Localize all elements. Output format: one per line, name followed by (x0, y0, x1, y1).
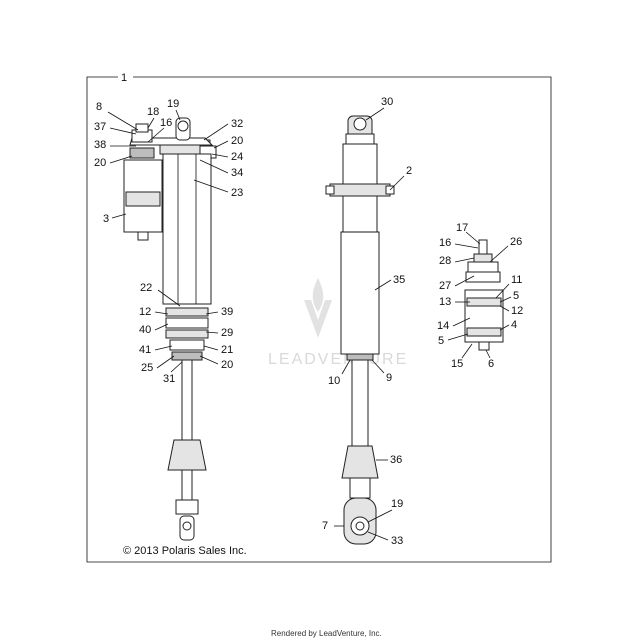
callout-14: 14 (437, 320, 449, 332)
callout-39: 39 (221, 306, 233, 318)
callout-20: 20 (221, 359, 233, 371)
callout-5: 5 (438, 335, 444, 347)
callout-40: 40 (139, 324, 151, 336)
left-callouts: 8 18 19 37 16 38 20 3 32 20 24 34 23 22 … (94, 98, 243, 385)
diagram-frame (86, 76, 552, 563)
callout-20: 20 (94, 157, 106, 169)
callout-1: 1 (121, 72, 127, 84)
watermark-logo (304, 278, 332, 338)
left-bumper (167, 439, 207, 471)
callout-35: 35 (393, 274, 405, 286)
callout-24: 24 (231, 151, 243, 163)
callout-34: 34 (231, 167, 243, 179)
callout-5: 5 (513, 290, 519, 302)
callout-3: 3 (103, 213, 109, 225)
callout-7: 7 (322, 520, 328, 532)
right-callouts: 17 16 26 28 27 11 5 13 12 4 14 5 15 6 (437, 222, 523, 370)
callout-22: 22 (140, 282, 152, 294)
callout-19: 19 (391, 498, 403, 510)
callout-26: 26 (510, 236, 522, 248)
center-bumper (341, 445, 379, 479)
callout-15: 15 (451, 358, 463, 370)
callout-31: 31 (163, 373, 175, 385)
callout-8: 8 (96, 101, 102, 113)
callout-29: 29 (221, 327, 233, 339)
callout-12: 12 (511, 305, 523, 317)
callout-32: 32 (231, 118, 243, 130)
callout-11: 11 (511, 274, 522, 286)
callout-12: 12 (139, 306, 151, 318)
left-shock-assembly (123, 117, 217, 541)
center-shock-assembly (325, 115, 395, 545)
callout-19: 19 (167, 98, 179, 110)
callout-25: 25 (141, 362, 153, 374)
callout-30: 30 (381, 96, 393, 108)
callout-33: 33 (391, 535, 403, 547)
callout-10: 10 (328, 375, 340, 387)
copyright-text: © 2013 Polaris Sales Inc. (123, 545, 247, 557)
callout-28: 28 (439, 255, 451, 267)
center-callouts: 30 2 35 10 9 36 19 7 33 (322, 96, 412, 547)
callout-16: 16 (160, 117, 172, 129)
callout-18: 18 (147, 106, 159, 118)
footer-credit: Rendered by LeadVenture, Inc. (271, 629, 382, 638)
callout-27: 27 (439, 280, 451, 292)
callout-6: 6 (488, 358, 494, 370)
callout-2: 2 (406, 165, 412, 177)
watermark-text: LEADVENTURE (268, 351, 408, 368)
callout-38: 38 (94, 139, 106, 151)
callout-36: 36 (390, 454, 402, 466)
callout-17: 17 (456, 222, 468, 234)
callout-4: 4 (511, 319, 517, 331)
center-shock-body (340, 231, 380, 355)
callout-16: 16 (439, 237, 451, 249)
callout-21: 21 (221, 344, 233, 356)
callout-41: 41 (139, 344, 151, 356)
callout-13: 13 (439, 296, 451, 308)
right-reservoir-assembly (464, 239, 504, 351)
left-shock-body (162, 153, 212, 305)
center-shaft (351, 359, 369, 451)
left-shaft (181, 359, 193, 511)
callout-37: 37 (94, 121, 106, 133)
callout-20: 20 (231, 135, 243, 147)
callout-23: 23 (231, 187, 243, 199)
callout-9: 9 (386, 372, 392, 384)
